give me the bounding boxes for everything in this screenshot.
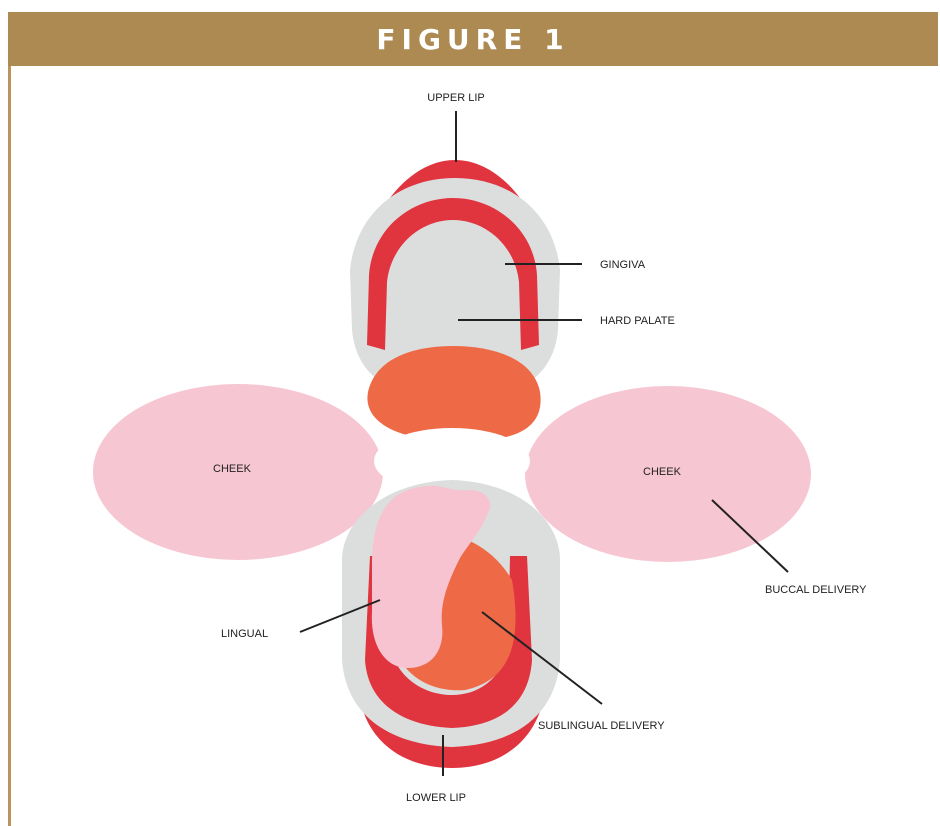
gingiva-label: GINGIVA — [600, 259, 646, 271]
sublingual-delivery-label: SUBLINGUAL DELIVERY — [538, 720, 665, 732]
lower-jaw — [342, 480, 560, 768]
hard-palate-label: HARD PALATE — [600, 315, 675, 327]
cheek-right-label: CHEEK — [643, 466, 682, 478]
upper-lip-label: UPPER LIP — [427, 92, 484, 104]
cheek-left-label: CHEEK — [213, 463, 252, 475]
lower-lip-label: LOWER LIP — [406, 792, 466, 804]
buccal-delivery-label: BUCCAL DELIVERY — [765, 584, 867, 596]
lingual-label: LINGUAL — [221, 628, 268, 640]
